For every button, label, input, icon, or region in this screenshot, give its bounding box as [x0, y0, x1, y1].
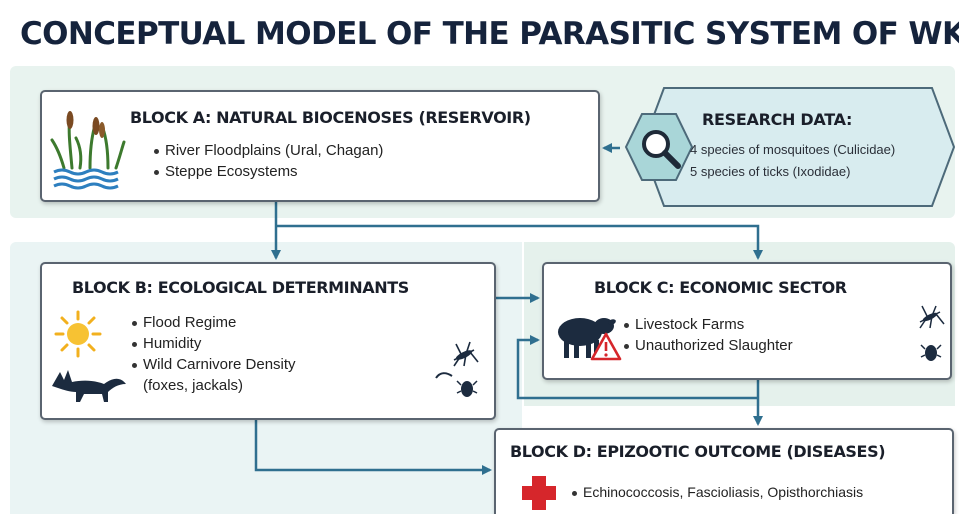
block-d-title: BLOCK D: EPIZOOTIC OUTCOME (DISEASES): [510, 442, 886, 461]
block-b-list: Flood Regime Humidity Wild Carnivore Den…: [132, 312, 296, 396]
warning-icon: [590, 332, 622, 361]
list-item: Livestock Farms: [624, 314, 793, 335]
block-a: BLOCK A: NATURAL BIOCENOSES (RESERVOIR) …: [40, 90, 600, 202]
research-line-mosquitoes: 4 species of mosquitoes (Culicidae): [690, 142, 896, 157]
sheep-icon: [558, 318, 616, 358]
page-title: CONCEPTUAL MODEL OF THE PARASITIC SYSTEM…: [20, 16, 959, 52]
block-d: BLOCK D: EPIZOOTIC OUTCOME (DISEASES) Ec…: [494, 428, 954, 514]
fox-icon: [52, 370, 126, 402]
block-c-list: Livestock Farms Unauthorized Slaughter: [624, 314, 793, 356]
list-item: Humidity: [132, 333, 296, 354]
list-item: Flood Regime: [132, 312, 296, 333]
medical-cross-icon: [522, 476, 556, 510]
research-title: RESEARCH DATA:: [702, 110, 853, 129]
block-a-title: BLOCK A: NATURAL BIOCENOSES (RESERVOIR): [130, 108, 531, 127]
block-a-list: River Floodplains (Ural, Chagan) Steppe …: [154, 140, 383, 182]
block-b-title: BLOCK B: ECOLOGICAL DETERMINANTS: [72, 278, 409, 297]
tick-icon: [456, 380, 478, 397]
mosquito-icon: [435, 372, 453, 379]
block-b: BLOCK B: ECOLOGICAL DETERMINANTS Flood R…: [40, 262, 496, 420]
magnifier-icon: [642, 130, 681, 169]
block-d-list: Echinococcosis, Fascioliasis, Opisthorch…: [572, 482, 863, 503]
block-c-title: BLOCK C: ECONOMIC SECTOR: [594, 278, 847, 297]
sun-icon: [54, 310, 102, 358]
research-line-ticks: 5 species of ticks (Ixodidae): [690, 164, 851, 179]
arrow-b-to-d: [254, 420, 492, 475]
list-item: Unauthorized Slaughter: [624, 335, 793, 356]
block-c: BLOCK C: ECONOMIC SECTOR Livestock Farms…: [542, 262, 952, 380]
list-item: River Floodplains (Ural, Chagan): [154, 140, 383, 161]
arrow-feedback-to-c: [516, 335, 758, 400]
mosquito-icon: [919, 305, 945, 329]
mosquito-icon: [453, 341, 479, 367]
list-item: Echinococcosis, Fascioliasis, Opisthorch…: [572, 482, 863, 503]
reeds-water-icon: [50, 111, 126, 190]
list-item: Steppe Ecosystems: [154, 161, 383, 182]
arrow-a-to-c: [276, 224, 763, 260]
list-item-continuation: (foxes, jackals): [143, 377, 244, 394]
research-data-panel: RESEARCH DATA: 4 species of mosquitoes (…: [620, 86, 956, 208]
tick-icon: [920, 344, 942, 361]
list-item: Wild Carnivore Density: [132, 354, 296, 375]
